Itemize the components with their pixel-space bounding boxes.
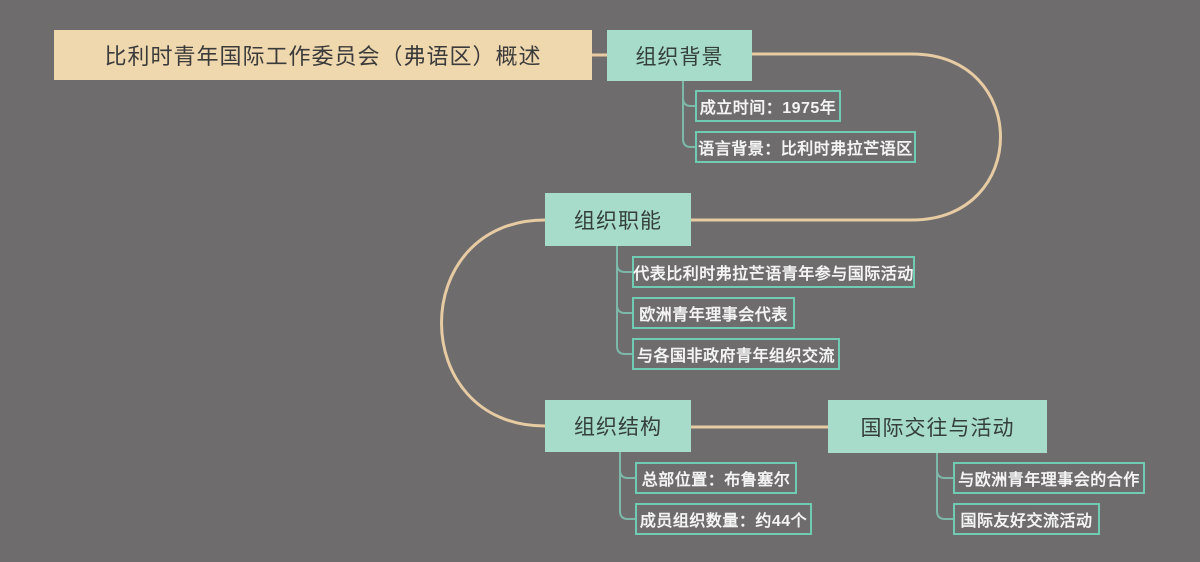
child-node-friendly-exchange-activities[interactable]: 国际友好交流活动 [953, 503, 1100, 535]
connector-functions-child-1 [616, 246, 632, 314]
child-node-founded-year[interactable]: 成立时间：1975年 [695, 90, 841, 122]
connector-international-child-1 [936, 452, 953, 520]
connector-international-child-0 [936, 452, 953, 479]
connector-functions-child-0 [616, 246, 632, 273]
child-node-eyc-cooperation[interactable]: 与欧洲青年理事会的合作 [953, 462, 1145, 494]
branch-node-org-structure[interactable]: 组织结构 [545, 400, 691, 452]
root-topic-node[interactable]: 比利时青年国际工作委员会（弗语区）概述 [54, 30, 592, 80]
connector-functions-to-structure [440, 218, 547, 428]
branch-node-international-activities[interactable]: 国际交往与活动 [828, 400, 1047, 453]
child-node-language-background[interactable]: 语言背景：比利时弗拉芒语区 [695, 131, 916, 163]
connector-functions-child-2 [616, 246, 632, 355]
child-node-headquarters-location[interactable]: 总部位置：布鲁塞尔 [635, 462, 797, 494]
branch-node-org-background[interactable]: 组织背景 [607, 30, 752, 81]
child-node-european-youth-council-rep[interactable]: 欧洲青年理事会代表 [632, 297, 795, 329]
connector-structure-child-1 [619, 452, 635, 520]
branch-node-org-functions[interactable]: 组织职能 [545, 193, 691, 246]
child-node-member-org-count[interactable]: 成员组织数量：约44个 [635, 503, 812, 535]
connector-background-to-functions [689, 52, 1002, 222]
connector-background-child-0 [682, 81, 695, 107]
child-node-ngo-youth-exchange[interactable]: 与各国非政府青年组织交流 [632, 338, 840, 370]
connector-background-child-1 [682, 81, 695, 148]
child-node-represent-youth-international[interactable]: 代表比利时弗拉芒语青年参与国际活动 [632, 256, 915, 288]
connector-structure-child-0 [619, 452, 635, 479]
